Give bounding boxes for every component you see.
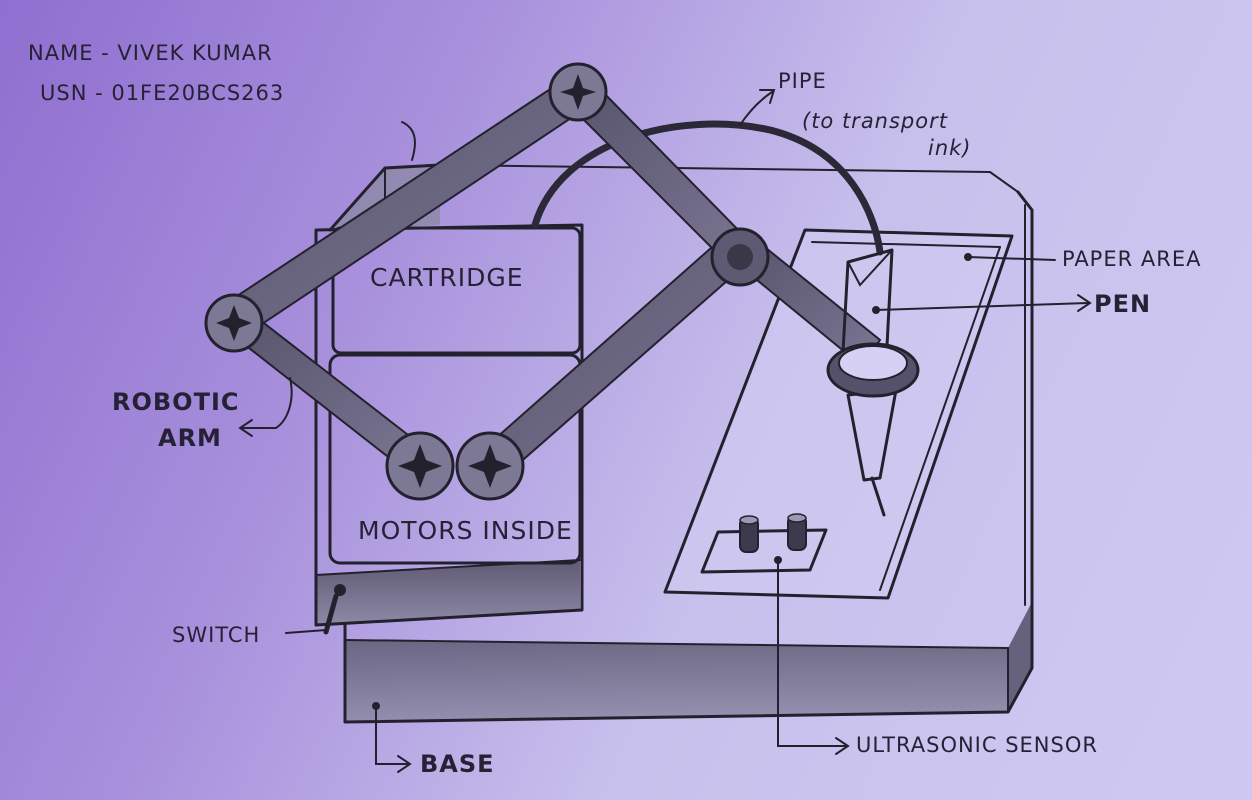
pipe-label: PIPE xyxy=(778,69,827,93)
usn-line: USN - 01FE20BCS263 xyxy=(40,81,284,105)
cartridge-label: CARTRIDGE xyxy=(370,263,524,292)
paper-area-label: PAPER AREA xyxy=(1062,247,1201,271)
joint-middle xyxy=(712,229,768,285)
pipe-note-line-1: (to transport xyxy=(802,109,948,133)
pipe-pointer xyxy=(740,90,774,125)
robotic-arm-label-line-2: ARM xyxy=(158,424,222,452)
joint-left xyxy=(206,295,262,351)
robotic-arm-pointer xyxy=(240,378,292,436)
motor-left xyxy=(387,433,453,499)
pen-label: PEN xyxy=(1094,290,1151,318)
joint-top xyxy=(550,64,606,120)
ultrasonic-label: ULTRASONIC SENSOR xyxy=(856,733,1098,757)
motors-label: MOTORS INSIDE xyxy=(358,516,573,545)
robotic-arm-label-line-1: ROBOTIC xyxy=(112,388,240,416)
pipe-note-line-2: ink) xyxy=(928,136,972,160)
switch-label: SWITCH xyxy=(172,623,260,647)
pen-holder-ring xyxy=(828,344,918,396)
motor-right xyxy=(457,433,523,499)
base-label: BASE xyxy=(420,750,495,778)
name-line: NAME - VIVEK KUMAR xyxy=(28,41,273,65)
switch-pointer xyxy=(286,630,326,633)
